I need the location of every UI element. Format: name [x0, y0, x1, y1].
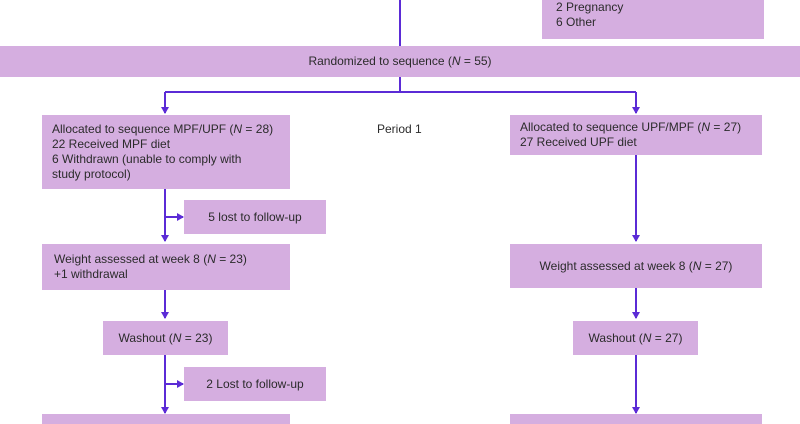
left-lost-followup-2-box: 2 Lost to follow-up [184, 367, 326, 401]
right-allocated-title: Allocated to sequence UPF/MPF (N = 27) [520, 120, 742, 134]
left-washout-box: Washout (N = 23) [103, 321, 228, 355]
left-lost-followup-2-text: 2 Lost to follow-up [206, 376, 304, 391]
left-allocated-title: Allocated to sequence MPF/UPF (N = 28) [52, 122, 274, 136]
randomized-box: Randomized to sequence (N = 55) [0, 46, 800, 77]
left-allocated-received: 22 Received MPF diet [52, 137, 171, 151]
right-weight-box: Weight assessed at week 8 (N = 27) [510, 244, 762, 288]
right-weight-text: Weight assessed at week 8 (N = 27) [539, 258, 733, 273]
left-washout-text: Washout (N = 23) [118, 330, 213, 345]
excluded-reason-other: 6 Other [556, 15, 597, 29]
left-lost-followup-1-box: 5 lost to follow-up [184, 200, 326, 234]
right-next-box [510, 414, 762, 424]
left-weight-box: Weight assessed at week 8 (N = 23) +1 wi… [42, 244, 290, 290]
excluded-reason-pregnancy: 2 Pregnancy [556, 0, 624, 14]
excluded-box: 2 Pregnancy 6 Other [542, 0, 764, 39]
right-washout-box: Washout (N = 27) [573, 321, 698, 355]
left-lost-followup-1-text: 5 lost to follow-up [208, 209, 302, 224]
left-allocated-withdrawn-cont: study protocol) [52, 167, 131, 181]
randomized-text: Randomized to sequence (N = 55) [308, 54, 492, 68]
left-weight-extra: +1 withdrawal [54, 267, 128, 281]
right-allocated-received: 27 Received UPF diet [520, 135, 637, 149]
left-allocated-withdrawn: 6 Withdrawn (unable to comply with [52, 152, 242, 166]
right-allocated-box: Allocated to sequence UPF/MPF (N = 27) 2… [510, 115, 762, 155]
left-allocated-box: Allocated to sequence MPF/UPF (N = 28) 2… [42, 115, 290, 189]
right-washout-text: Washout (N = 27) [588, 330, 683, 345]
left-next-box [42, 414, 290, 424]
left-weight-title: Weight assessed at week 8 (N = 23) [54, 252, 247, 266]
period-label: Period 1 [377, 122, 422, 136]
